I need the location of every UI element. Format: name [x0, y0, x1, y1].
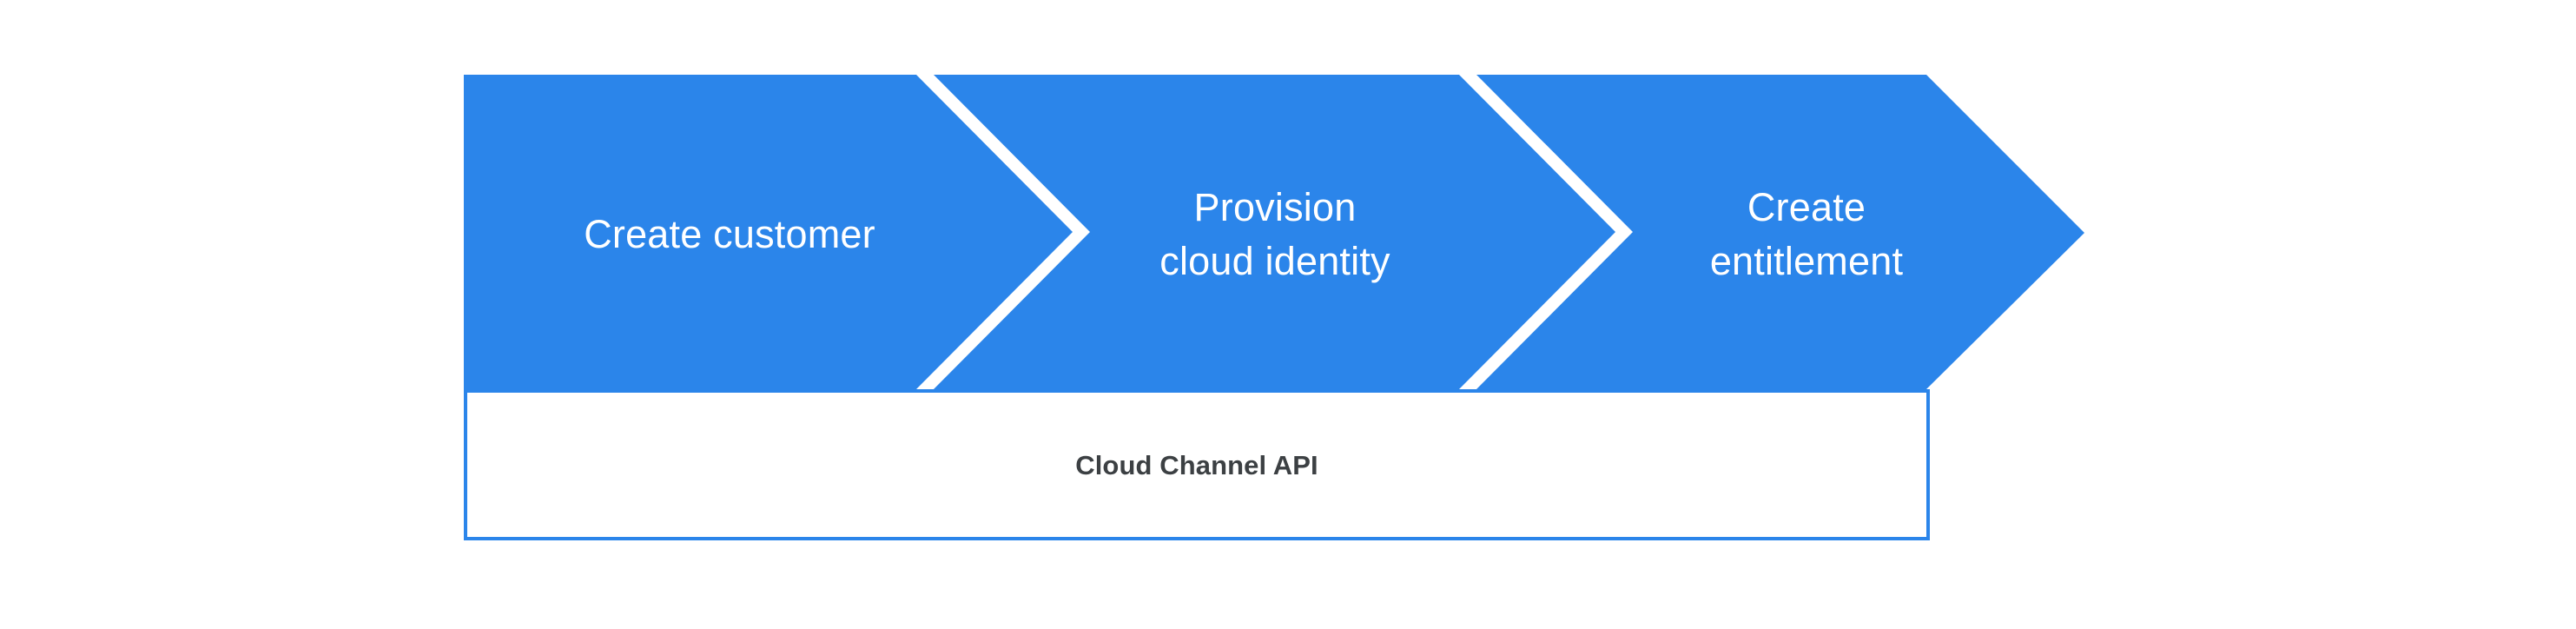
chevron-step-1[interactable] [464, 75, 1073, 389]
chevron-step-2[interactable] [934, 75, 1615, 389]
chevron-step-3[interactable] [1476, 75, 2084, 389]
cloud-channel-api-bar[interactable]: Cloud Channel API [464, 389, 1930, 540]
cloud-channel-api-label: Cloud Channel API [1075, 449, 1318, 480]
